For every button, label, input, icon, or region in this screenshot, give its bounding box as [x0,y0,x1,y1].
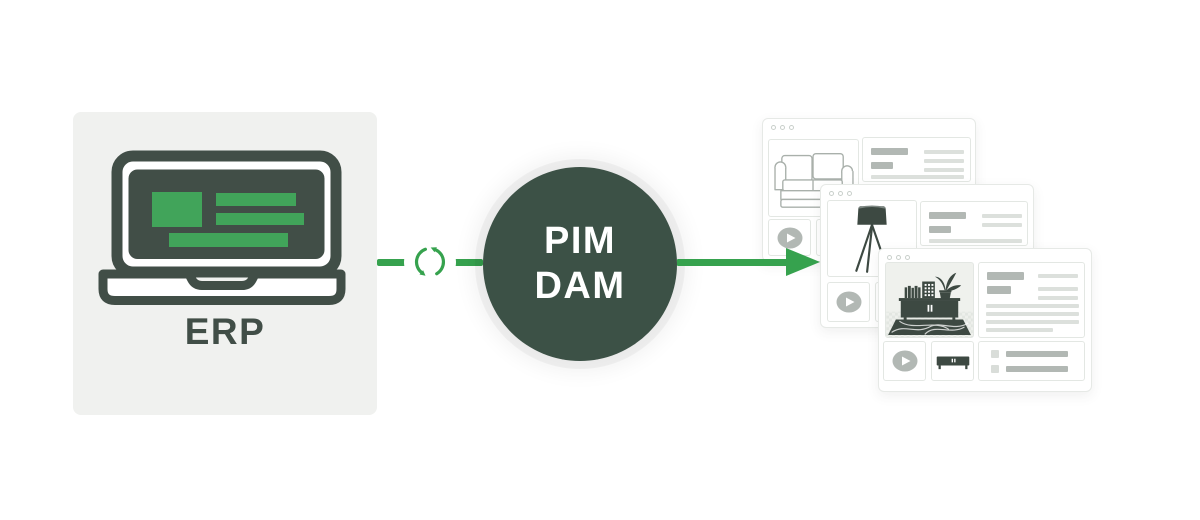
erp-label: ERP [184,311,266,352]
sync-badge [404,236,456,288]
checkbox-placeholder [991,365,999,373]
video-thumbnail [883,341,926,381]
checklist-line [1006,366,1068,372]
browser-window-dots [887,255,910,260]
product-details-panel [920,201,1028,246]
hub-label-pim: PIM [543,220,617,262]
window-dot-icon [887,255,892,260]
browser-window-dots [829,191,852,196]
text-placeholder-line [986,320,1079,324]
checkbox-placeholder [991,350,999,358]
play-icon [777,227,802,248]
hub-label-dam: DAM [534,265,626,307]
sideboard-plant-rug-icon [886,272,973,337]
text-placeholder-line [1038,274,1078,278]
subtitle-placeholder-bar [929,226,951,233]
screen-image-placeholder [152,192,202,227]
subtitle-placeholder-bar [871,162,893,169]
window-dot-icon [829,191,834,196]
text-placeholder-line [1038,287,1078,291]
product-page-card-sideboard [878,248,1092,392]
pim-dam-hub-circle: PIM DAM [483,167,677,361]
window-dot-icon [896,255,901,260]
text-placeholder-line [982,214,1022,218]
text-placeholder-line [986,312,1079,316]
video-thumbnail [827,282,870,322]
text-placeholder-line [1038,296,1078,300]
text-placeholder-line [986,304,1079,308]
text-placeholder-line [986,328,1053,332]
laptop-icon [98,150,346,305]
product-image-box [827,200,917,277]
product-details-panel [862,137,971,182]
text-placeholder-line [871,175,964,179]
circular-sync-arrows-icon [414,247,446,276]
right-arrow-icon [677,248,822,276]
title-placeholder-bar [929,212,966,219]
window-dot-icon [838,191,843,196]
window-dot-icon [789,125,794,130]
checklist-panel [978,341,1085,381]
text-placeholder-line [924,150,964,154]
title-placeholder-bar [987,272,1024,280]
text-placeholder-line [982,223,1022,227]
window-dot-icon [905,255,910,260]
text-placeholder-line [924,168,964,172]
window-dot-icon [780,125,785,130]
window-dot-icon [847,191,852,196]
product-thumbnail [931,341,974,381]
text-placeholder-line [924,159,964,163]
window-dot-icon [771,125,776,130]
play-icon [836,291,861,313]
product-details-panel [978,262,1085,338]
browser-window-dots [771,125,794,130]
floor-lamp-icon [855,205,889,273]
subtitle-placeholder-bar [987,286,1011,294]
checklist-line [1006,351,1068,357]
sideboard-mini-icon [936,356,969,370]
title-placeholder-bar [871,148,908,155]
text-placeholder-line [929,239,1022,243]
play-icon [892,350,917,372]
product-image-box [885,262,974,338]
